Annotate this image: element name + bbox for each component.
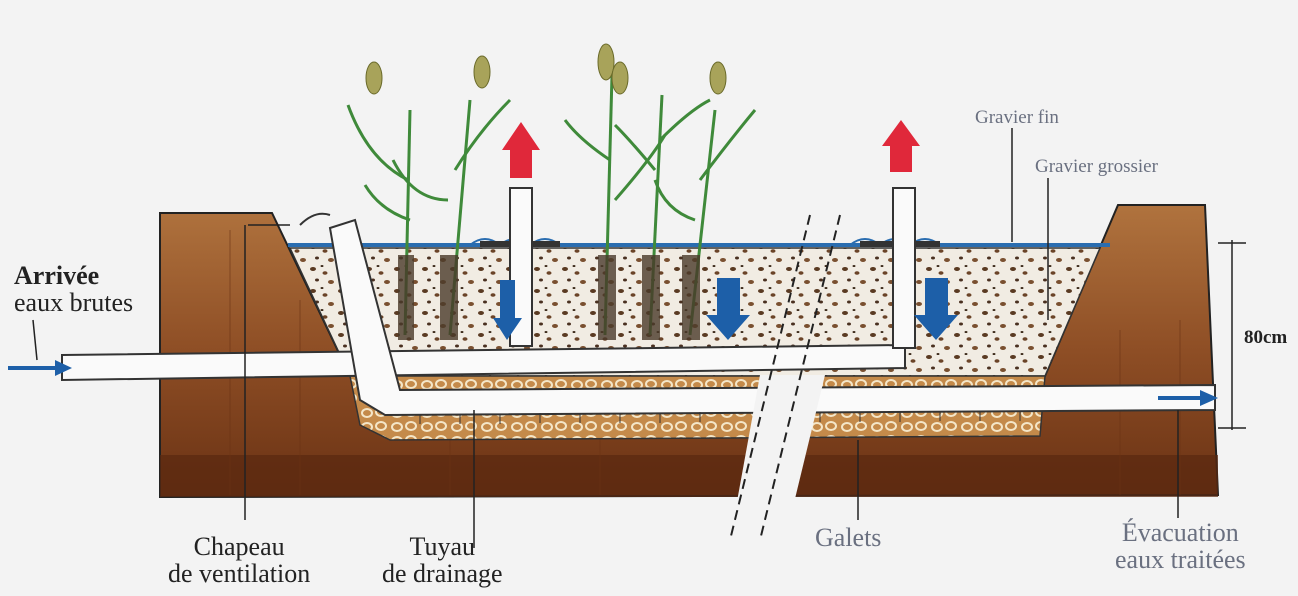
outflow-label-line1: Évacuation (1115, 519, 1246, 546)
ventilation-cap-label-line2: de ventilation (168, 560, 310, 587)
inflow-label-line1: Arrivée (14, 262, 133, 289)
pebbles-label: Galets (815, 524, 881, 551)
outflow-label: Évacuation eaux traitées (1115, 519, 1246, 574)
drainage-pipe-label-line2: de drainage (382, 560, 503, 587)
depth-label: 80cm (1244, 328, 1287, 348)
air-up-arrow-left (502, 122, 540, 178)
outflow-label-line2: eaux traitées (1115, 546, 1246, 573)
drainage-pipe-label: Tuyau de drainage (382, 533, 503, 588)
soil-bottom-layer (160, 455, 1218, 497)
fine-gravel-label: Gravier fin (975, 108, 1059, 128)
coarse-gravel-label: Gravier grossier (1035, 157, 1158, 177)
drainage-pipe-label-line1: Tuyau (382, 533, 503, 560)
vent-pipe-right (893, 188, 915, 348)
ventilation-cap-label-line1: Chapeau (168, 533, 310, 560)
inflow-label: Arrivée eaux brutes (14, 262, 133, 317)
air-up-arrow-right (882, 120, 920, 172)
ventilation-cap-label: Chapeau de ventilation (168, 533, 310, 588)
inflow-label-line2: eaux brutes (14, 289, 133, 316)
depth-measure (1218, 240, 1246, 430)
